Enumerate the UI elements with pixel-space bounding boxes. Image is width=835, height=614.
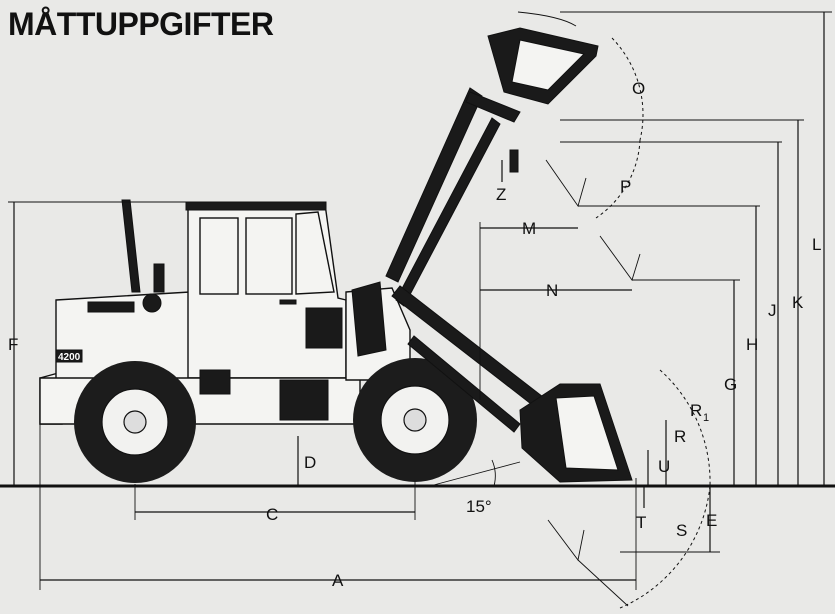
label-h: H [746,335,758,354]
label-f: F [8,335,18,354]
pointer-dump-2 [599,235,641,281]
raised-tilt-link [465,91,521,123]
label-e: E [706,511,717,530]
arc-top [517,11,577,27]
label-z: Z [496,185,506,204]
cab-window-front [295,211,335,295]
arc-r1 [659,369,711,487]
cab-window-left [199,217,239,295]
raised-boom-arm [385,87,483,283]
label-o: O [632,79,645,98]
label-r1-subscript: 1 [703,412,709,424]
pointer-dig-2 [577,559,629,607]
arc-s [619,485,711,609]
lowered-bucket-inner [555,395,619,471]
label-angle-15: 15° [466,497,492,516]
pointer-dig [547,519,585,562]
raised-boom-assembly [385,27,599,307]
boom-mount [351,281,387,357]
raised-bucket-inner [511,39,586,91]
raised-lift-cylinder [395,117,501,307]
label-c: C [266,505,278,524]
cab-window-door [245,217,293,295]
angle-15-line [429,461,521,487]
label-l: L [812,235,821,254]
diagram-title: MÅTTUPPGIFTER [8,6,274,42]
label-n: N [546,281,558,300]
label-a: A [332,571,344,590]
label-r1: R [690,401,702,420]
z-marker [509,149,519,173]
label-g: G [724,375,737,394]
articulation-joint [279,379,329,421]
lowered-lift-cylinder [407,335,521,433]
door-handle [279,299,297,305]
lowered-boom-assembly [391,285,633,483]
front-grille [305,307,343,349]
exhaust-pipe [121,199,141,293]
label-k: K [792,293,804,312]
front-hub [403,408,427,432]
label-s: S [676,521,687,540]
label-u: U [658,457,670,476]
model-badge: 4200 [58,352,81,363]
rear-hub [123,410,147,434]
step [199,369,231,395]
air-intake [153,263,165,293]
label-p: P [620,177,631,196]
brand-plate [87,301,135,313]
wheel-loader: 4200 [39,199,477,483]
cab-roof [185,201,327,211]
label-t: T [636,513,646,532]
pointer-dump-1 [545,159,587,208]
hood-circle-emblem [142,293,162,313]
label-j: J [768,301,777,320]
arc-o [611,37,644,141]
label-r: R [674,427,686,446]
angle-15-arc [491,459,496,487]
label-d: D [304,453,316,472]
model-badge-bg [55,349,83,363]
label-m: M [522,219,536,238]
